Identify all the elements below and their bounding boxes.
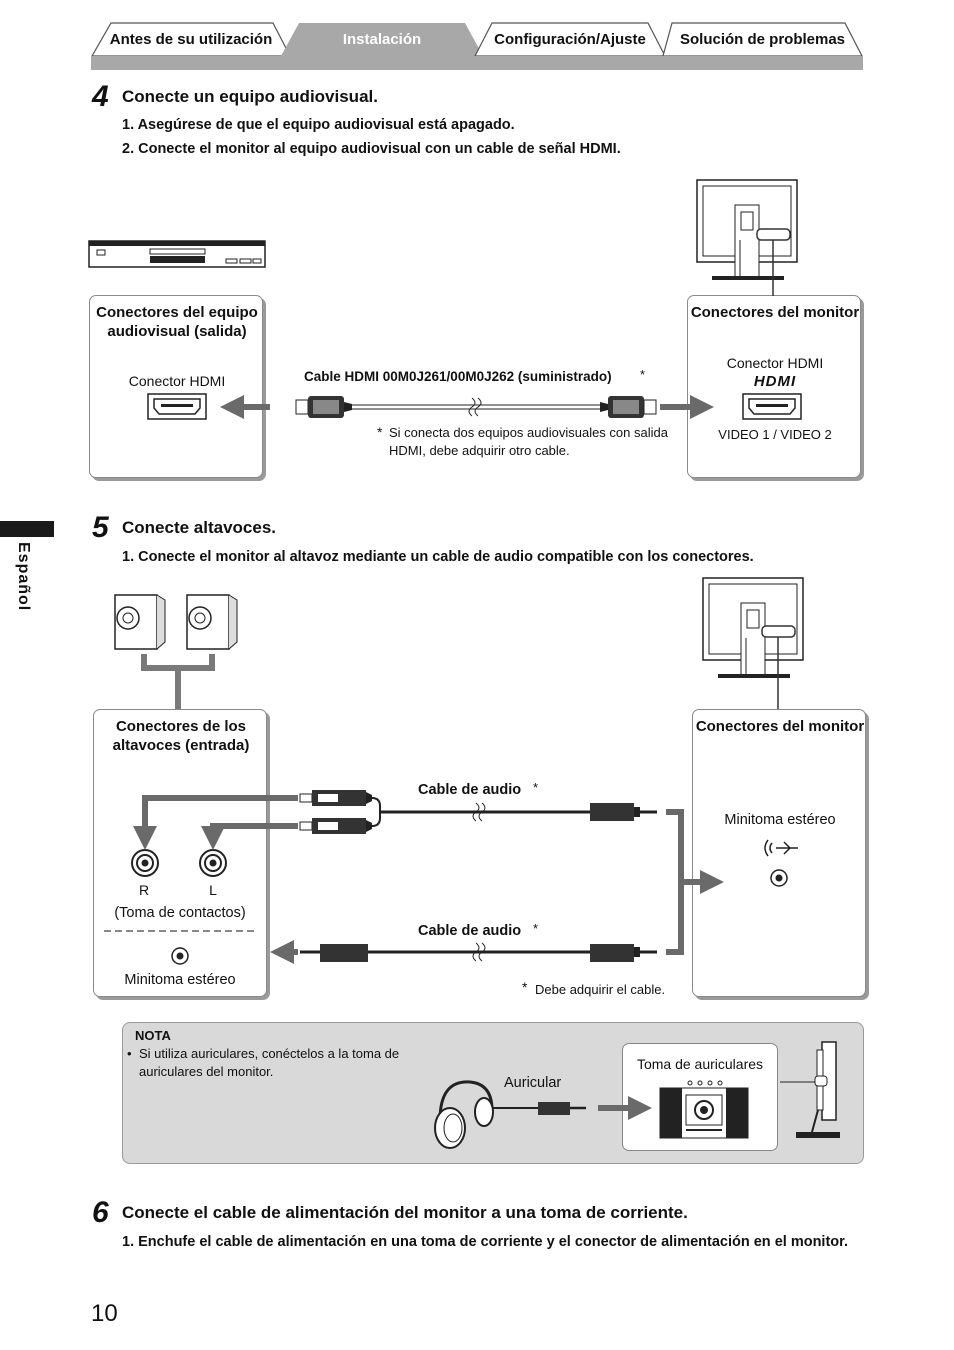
tab-shape xyxy=(91,22,291,56)
tab-label: Instalación xyxy=(342,31,422,48)
asterisk: * xyxy=(377,424,383,440)
source-connector-label: Conector HDMI xyxy=(128,373,226,389)
tab-antes[interactable]: Antes de su utilización xyxy=(91,22,291,56)
note-title: NOTA xyxy=(135,1028,171,1043)
monitor-rear-icon xyxy=(702,577,804,709)
rca-jack-r-icon xyxy=(131,849,159,877)
language-label: Español xyxy=(15,542,32,612)
headphones-icon xyxy=(434,1080,494,1149)
audio-cable-icon xyxy=(299,790,657,834)
headphone-jack-panel-icon xyxy=(659,1080,749,1139)
tab-bar-underline xyxy=(91,56,863,70)
monitor-box-title: Conectores del monitor xyxy=(690,304,860,321)
rca-jack-l-icon xyxy=(199,849,227,877)
tab-label: Solución de problemas xyxy=(679,31,846,48)
av-device-icon xyxy=(88,240,266,268)
instruction: 1. Asegúrese de que el equipo audiovisua… xyxy=(122,117,515,133)
source-box-title: Conectores del equipo audiovisual (salid… xyxy=(96,304,258,340)
video-label: VIDEO 1 / VIDEO 2 xyxy=(718,427,832,442)
tab-shape xyxy=(662,22,863,56)
footnote: Debe adquirir el cable. xyxy=(535,982,666,997)
monitor-connectors-box xyxy=(687,295,861,478)
hdmi-port-icon xyxy=(742,393,802,420)
hdmi-port-icon xyxy=(147,393,207,420)
asterisk: * xyxy=(640,367,646,382)
step-number: 4 xyxy=(92,80,109,113)
tab-label: Configuración/Ajuste xyxy=(494,31,646,48)
asterisk: * xyxy=(533,780,539,795)
audio-cable-icon xyxy=(300,942,657,962)
step-title: Conecte el cable de alimentación del mon… xyxy=(122,1203,688,1222)
asterisk: * xyxy=(533,921,539,936)
language-marker-bar xyxy=(0,521,54,537)
note-text: Si utiliza auriculares, conéctelos a la … xyxy=(139,1046,400,1079)
step-title: Conecte un equipo audiovisual. xyxy=(122,87,378,106)
tab-label: Antes de su utilización xyxy=(109,31,273,48)
instruction: 1. Conecte el monitor al altavoz mediant… xyxy=(122,549,754,565)
bullet-icon: • xyxy=(127,1046,132,1061)
monitor-connectors-box xyxy=(692,709,866,997)
tab-configuracion[interactable]: Configuración/Ajuste xyxy=(474,22,666,56)
jack-r-label: R xyxy=(138,882,150,898)
monitor-box-title: Conectores del monitor xyxy=(695,718,865,735)
rca-label: (Toma de contactos) xyxy=(114,905,246,921)
step-number: 6 xyxy=(92,1196,109,1229)
monitor-side-icon xyxy=(780,1041,840,1138)
asterisk: * xyxy=(522,979,528,995)
step-title: Conecte altavoces. xyxy=(122,518,277,537)
footnote: Si conecta dos equipos audiovisuales con… xyxy=(389,425,668,458)
headphone-jack-label: Toma de auriculares xyxy=(636,1056,764,1072)
speaker-icon xyxy=(186,594,238,650)
instruction: 1. Enchufe el cable de alimentación en u… xyxy=(122,1234,849,1250)
hdmi-cable-label: Cable HDMI 00M0J261/00M0J262 (suministra… xyxy=(304,369,612,384)
audio-cable-label: Cable de audio xyxy=(418,923,522,939)
speaker-box-title: Conectores de los altavoces (entrada) xyxy=(112,718,250,754)
headphone-label: Auricular xyxy=(504,1075,562,1091)
monitor-connector-label: Conector HDMI xyxy=(726,355,824,371)
audio-cable-label: Cable de audio xyxy=(418,782,522,798)
tab-shape xyxy=(281,23,483,56)
jack-l-label: L xyxy=(209,882,217,898)
speaker-icon xyxy=(114,594,166,650)
tab-shape xyxy=(474,22,666,56)
minijack-icon xyxy=(171,947,189,965)
hdmi-logo: HDMI xyxy=(753,373,797,390)
tab-solucion[interactable]: Solución de problemas xyxy=(662,22,863,56)
headphone-symbol-icon xyxy=(764,839,798,857)
step-number: 5 xyxy=(92,511,109,544)
speaker-minijack-label: Minitoma estéreo xyxy=(124,972,236,988)
minijack-icon xyxy=(770,869,788,887)
page-number: 10 xyxy=(91,1300,118,1327)
tab-instalacion[interactable]: Instalación xyxy=(281,22,483,56)
hdmi-cable-icon xyxy=(220,395,714,419)
monitor-minijack-label: Minitoma estéreo xyxy=(724,812,836,828)
monitor-rear-icon xyxy=(696,179,798,296)
source-connectors-box xyxy=(89,295,263,478)
instruction: 2. Conecte el monitor al equipo audiovis… xyxy=(122,141,621,157)
